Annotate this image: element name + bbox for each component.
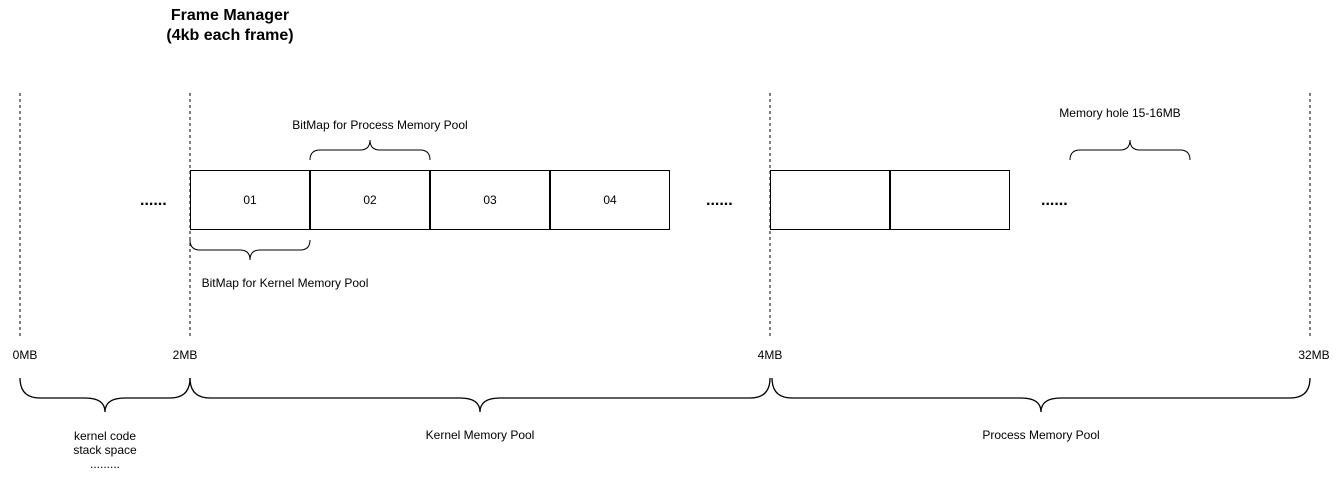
frame-03: 03 [430,170,550,230]
address-label-0mb: 0MB [12,348,38,362]
brace-kernel-code [19,377,191,413]
ellipsis-after-kernel-frames: ...... [706,192,733,209]
region-kernel-pool-label: Kernel Memory Pool [425,428,535,442]
bitmap-kernel-label: BitMap for Kernel Memory Pool [201,276,369,290]
region-process-pool-label: Process Memory Pool [982,428,1100,442]
brace-bitmap-kernel [189,239,311,261]
address-label-2mb: 2MB [172,348,198,362]
frame-04: 04 [550,170,670,230]
frame-process-2 [890,170,1010,230]
bitmap-process-label: BitMap for Process Memory Pool [292,118,468,132]
region-kernel-code-line1: kernel code [73,429,137,443]
ellipsis-after-process-frames: ...... [1041,192,1068,209]
address-label-4mb: 4MB [757,348,783,362]
ellipsis-before-frames: ...... [140,192,167,209]
region-kernel-code-line2: stack space [73,443,137,457]
brace-kernel-pool [189,377,771,413]
brace-memory-hole [1069,139,1191,161]
diagram-title-line2: (4kb each frame) [166,27,294,44]
frame-process-1 [770,170,890,230]
address-label-32mb: 32MB [1298,348,1330,362]
memory-hole-label: Memory hole 15-16MB [1059,106,1181,120]
region-kernel-code-line3: ......... [89,457,121,471]
frame-01: 01 [190,170,310,230]
brace-bitmap-process [309,139,431,161]
frame-02: 02 [310,170,430,230]
brace-process-pool [771,377,1311,413]
diagram-title-line1: Frame Manager [170,7,290,24]
